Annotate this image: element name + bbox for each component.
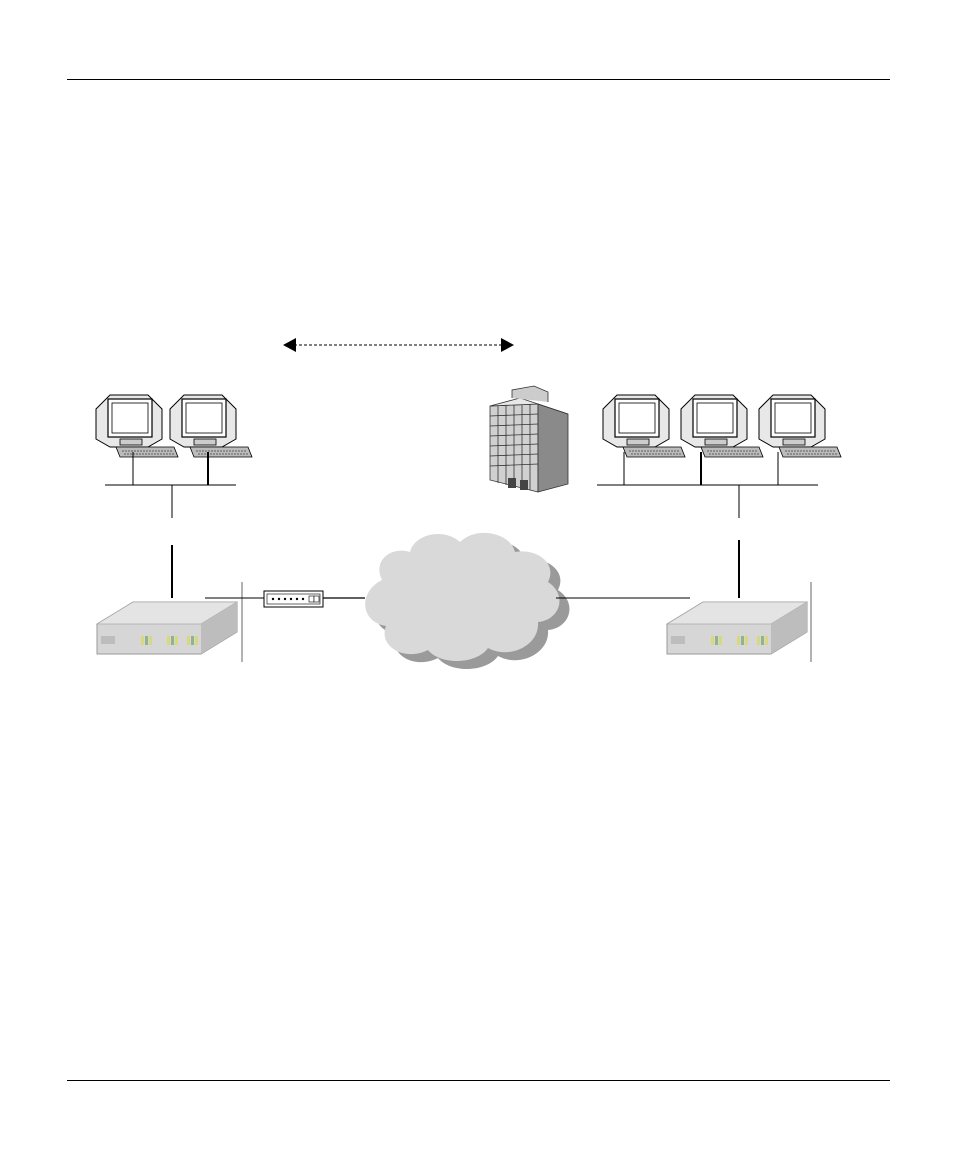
left-computer-1 <box>96 395 178 457</box>
right-computer-1 <box>603 395 685 457</box>
connection-arrow <box>283 338 514 352</box>
office-building-icon <box>490 386 568 492</box>
right-computer-3 <box>759 395 841 457</box>
left-computer-2 <box>170 395 252 457</box>
left-lan-wiring <box>105 452 236 598</box>
right-router-icon <box>667 602 807 654</box>
right-computer-2 <box>681 395 763 457</box>
right-lan-wiring <box>597 452 818 598</box>
internet-cloud-icon <box>365 533 569 669</box>
left-router-icon <box>97 602 237 654</box>
